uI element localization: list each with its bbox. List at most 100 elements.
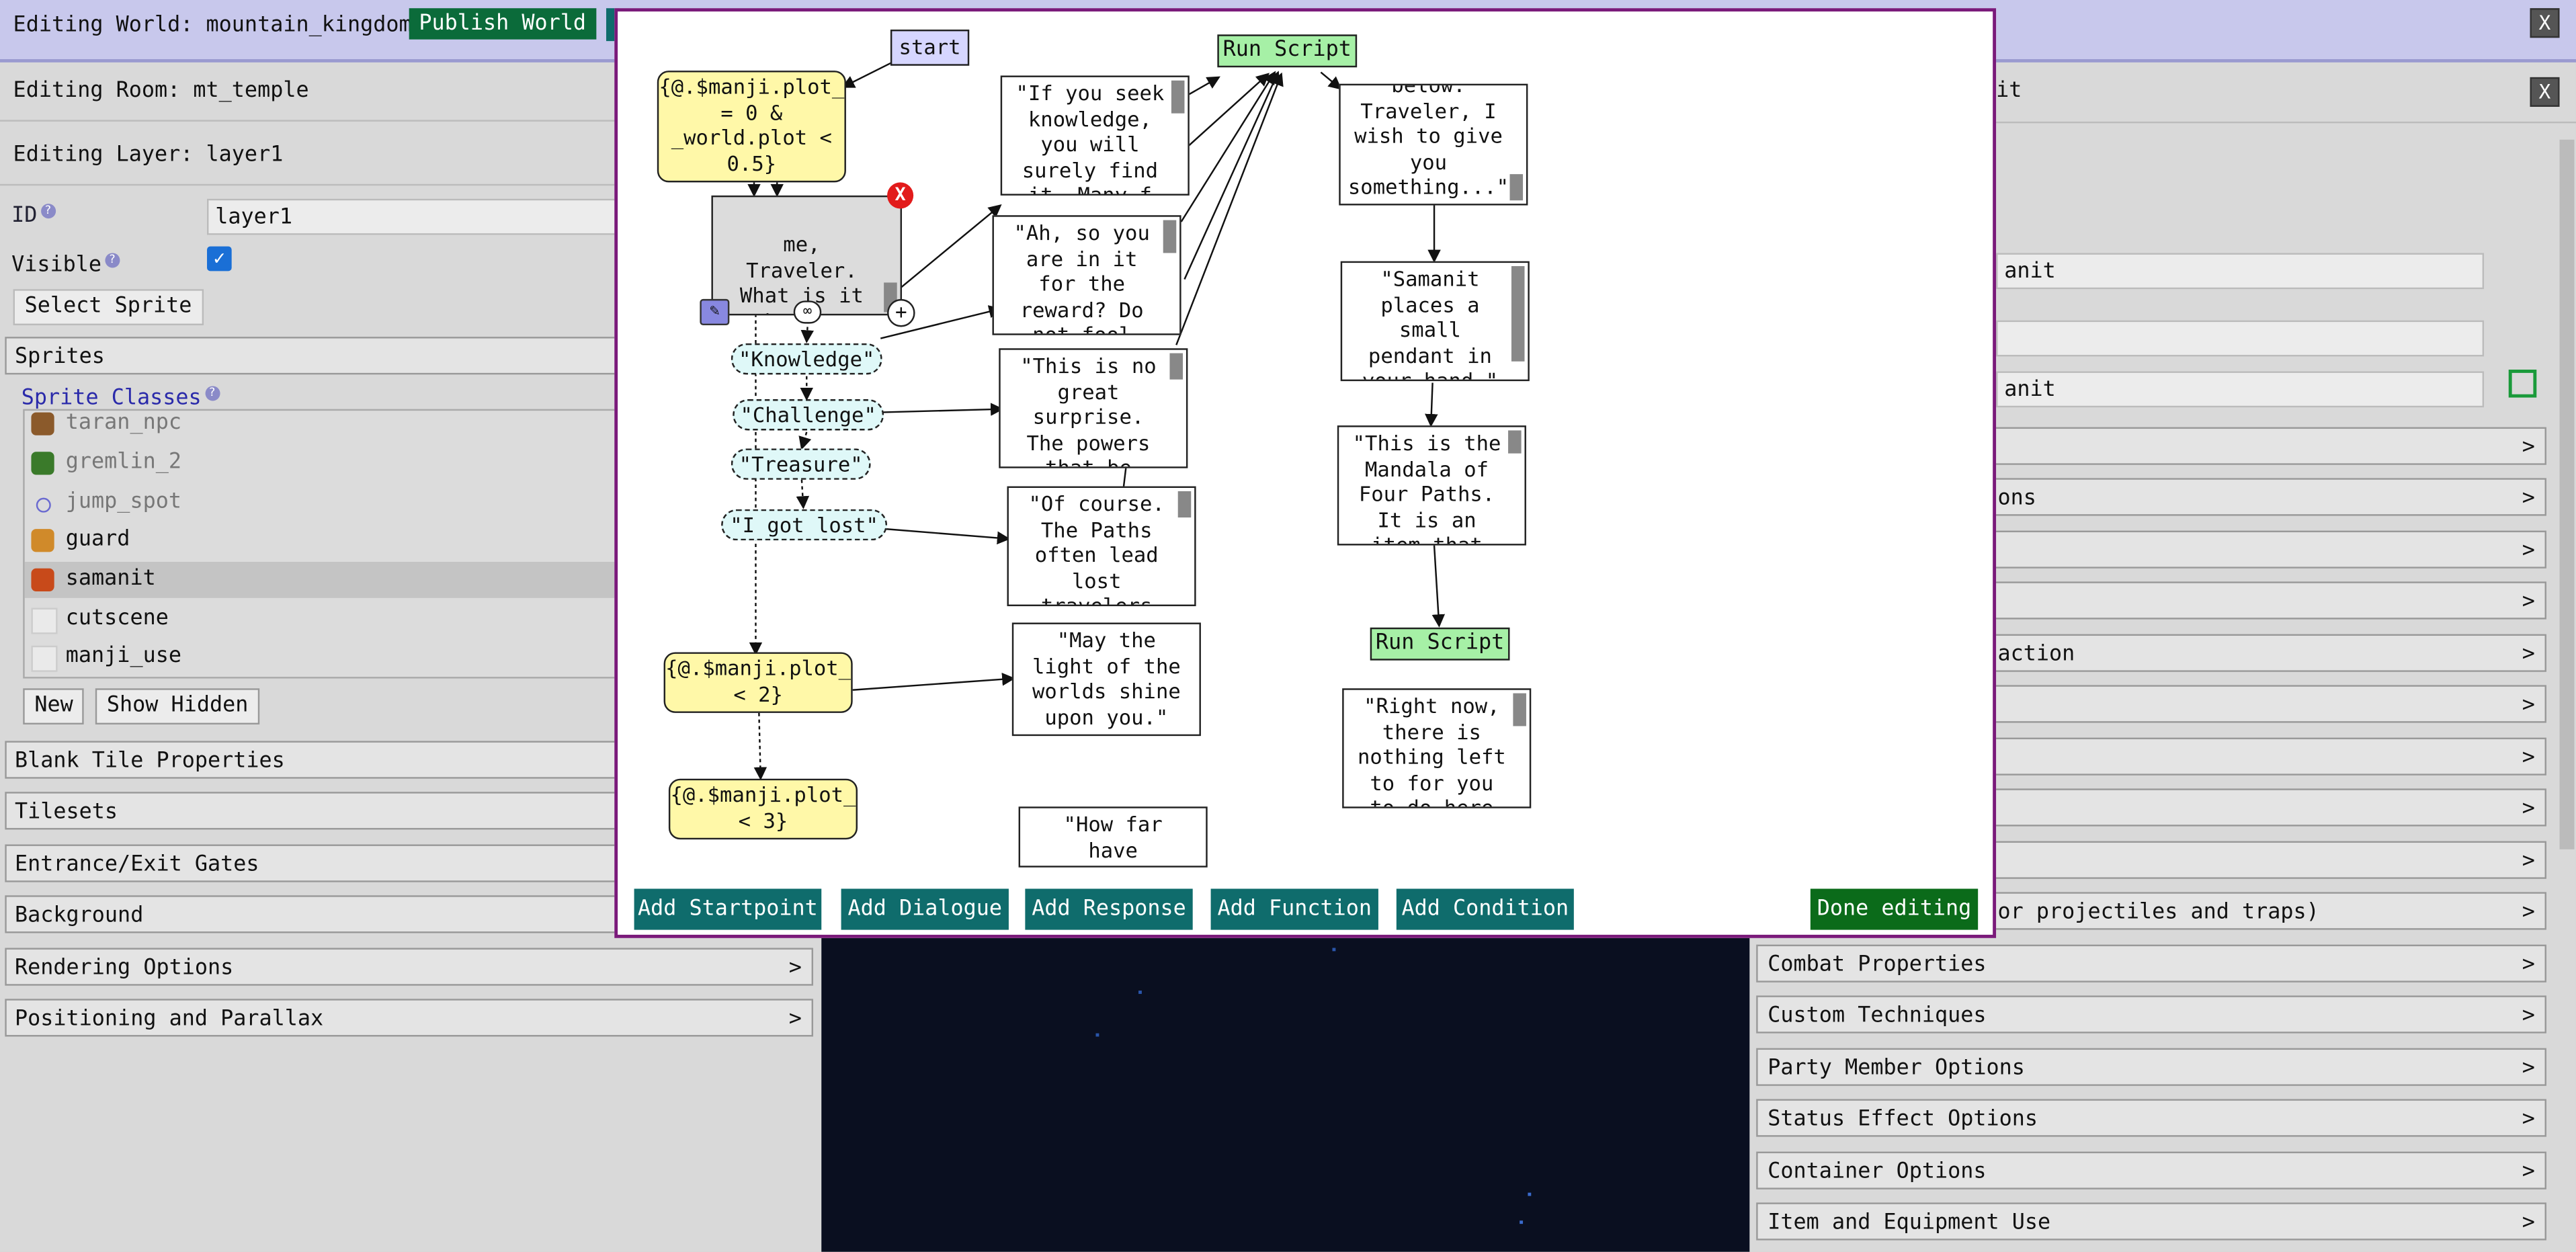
condition-node-2[interactable]: {@.$manji.plot_ < 2} — [663, 652, 853, 713]
response-knowledge[interactable]: "Knowledge" — [731, 343, 882, 375]
section-label: Container Options — [1768, 1159, 1987, 1185]
new-button[interactable]: New — [23, 688, 85, 725]
right-input-1[interactable]: anit — [1996, 253, 2485, 290]
sprite-name: taran_npc — [65, 411, 182, 435]
run-script-node-1[interactable]: Run Script — [1217, 34, 1358, 68]
chevron-right-icon: > — [2522, 538, 2535, 564]
node-scrollbar[interactable] — [1171, 80, 1185, 114]
node-scrollbar[interactable] — [1508, 430, 1522, 454]
samanit-sprite-icon — [31, 568, 54, 592]
star — [1138, 991, 1142, 994]
section-label: Status Effect Options — [1768, 1107, 2038, 1132]
color-swatch[interactable] — [2508, 370, 2537, 398]
selected-dialogue-node[interactable]: me, Traveler. What is it that you seek?" — [711, 195, 903, 316]
section-label: ons — [1997, 486, 2036, 511]
sprite-name: manji_use — [65, 644, 182, 669]
node-scrollbar[interactable] — [1513, 693, 1526, 726]
select-sprite-button[interactable]: Select Sprite — [13, 289, 204, 326]
chevron-right-icon: > — [2522, 745, 2535, 771]
condition-node-1[interactable]: {@.$manji.plot_ = 0 & _world.plot < 0.5} — [657, 71, 846, 183]
add-dialogue-button[interactable]: Add Dialogue — [841, 888, 1009, 930]
list-item[interactable]: guard — [25, 522, 616, 558]
party-member-options-section[interactable]: Party Member Options> — [1756, 1048, 2546, 1086]
chevron-right-icon: > — [2522, 435, 2535, 460]
blank-sprite-icon — [31, 608, 58, 634]
publish-world-button[interactable]: Publish World — [409, 8, 596, 40]
list-item[interactable]: cutscene — [25, 601, 616, 638]
list-item[interactable]: manji_use — [25, 639, 616, 675]
dialogue-node[interactable]: "Ah, so you are in it for the reward? Do… — [992, 215, 1181, 335]
chevron-right-icon: > — [2522, 1210, 2535, 1236]
sprite-name: guard — [65, 527, 130, 552]
list-item[interactable]: samanit — [24, 562, 620, 598]
right-input-2[interactable] — [1996, 320, 2485, 357]
sprite-name: cutscene — [65, 606, 169, 631]
node-scrollbar[interactable] — [1177, 491, 1192, 518]
list-item[interactable]: jump_spot — [25, 485, 616, 521]
positioning-parallax-section[interactable]: Positioning and Parallax> — [5, 999, 814, 1037]
add-startpoint-button[interactable]: Add Startpoint — [634, 888, 822, 930]
dialogue-node[interactable]: "Of course. The Paths often lead lost tr… — [1007, 486, 1196, 607]
right-scrollbar[interactable] — [2559, 139, 2575, 849]
list-item[interactable]: taran_npc — [25, 411, 616, 442]
response-treasure[interactable]: "Treasure" — [731, 448, 871, 480]
add-function-button[interactable]: Add Function — [1210, 888, 1378, 930]
dialogue-node[interactable]: "If you seek knowledge, you will surely … — [1000, 75, 1190, 196]
map-canvas[interactable] — [821, 937, 1750, 1252]
dialogue-node[interactable]: below. Traveler, I wish to give you some… — [1339, 83, 1528, 206]
rendering-options-section[interactable]: Rendering Options> — [5, 948, 814, 986]
chevron-right-icon: > — [2522, 589, 2535, 615]
chevron-right-icon: > — [2522, 900, 2535, 925]
node-scrollbar[interactable] — [1509, 174, 1524, 201]
gremlin-sprite-icon — [31, 452, 54, 475]
visible-checkbox[interactable]: ✓ — [207, 246, 232, 272]
id-input[interactable]: layer1 — [207, 198, 618, 235]
dialogue-node[interactable]: "Right now, there is nothing left to for… — [1342, 688, 1532, 808]
dialogue-text: me, Traveler. What is it that you seek?" — [739, 231, 864, 314]
link-icon[interactable]: ∞ — [793, 300, 822, 324]
list-item[interactable]: gremlin_2 — [25, 445, 616, 481]
condition-node-3[interactable]: {@.$manji.plot_ < 3} — [668, 778, 858, 840]
response-challenge[interactable]: "Challenge" — [733, 399, 884, 431]
start-node[interactable]: start — [890, 30, 970, 66]
add-child-plus-icon[interactable]: + — [887, 298, 915, 327]
node-scrollbar[interactable] — [1163, 220, 1177, 253]
add-response-button[interactable]: Add Response — [1025, 888, 1193, 930]
run-script-node-2[interactable]: Run Script — [1370, 627, 1510, 661]
close-world-button[interactable]: X — [2530, 8, 2560, 38]
add-condition-button[interactable]: Add Condition — [1396, 888, 1574, 930]
edit-pencil-icon[interactable]: ✎ — [700, 298, 730, 326]
chevron-right-icon: > — [2522, 796, 2535, 822]
chevron-right-icon: > — [2522, 1056, 2535, 1081]
dialogue-node[interactable]: "This is the Mandala of Four Paths. It i… — [1337, 425, 1526, 546]
response-i-got-lost[interactable]: "I got lost" — [721, 509, 888, 541]
combat-properties-section[interactable]: Combat Properties> — [1756, 944, 2546, 983]
chevron-right-icon: > — [2522, 1003, 2535, 1029]
container-options-section[interactable]: Container Options> — [1756, 1151, 2546, 1190]
chevron-right-icon: > — [2522, 486, 2535, 511]
taran-npc-sprite-icon — [31, 412, 54, 435]
dialogue-node[interactable]: "May the light of the worlds shine upon … — [1011, 622, 1201, 737]
help-icon[interactable]: ? — [40, 204, 56, 219]
item-equipment-use-section[interactable]: Item and Equipment Use> — [1756, 1202, 2546, 1241]
delete-node-icon[interactable]: X — [887, 182, 914, 209]
jump-spot-icon — [36, 497, 51, 513]
help-icon[interactable]: ? — [204, 386, 220, 401]
node-scrollbar[interactable] — [1511, 266, 1525, 362]
dialogue-node[interactable]: "How far have — [1018, 806, 1208, 868]
dialogue-node[interactable]: "This is no great surprise. The powers t… — [999, 348, 1188, 468]
sprite-name: jump_spot — [65, 489, 182, 515]
help-icon[interactable]: ? — [104, 253, 120, 268]
dialogue-node[interactable]: "Samanit places a small pendant in your … — [1340, 261, 1530, 382]
chevron-right-icon: > — [2522, 693, 2535, 718]
done-editing-button[interactable]: Done editing — [1810, 888, 1979, 930]
right-input-3[interactable]: anit — [1996, 371, 2485, 408]
close-right-panel-button[interactable]: X — [2530, 77, 2560, 107]
show-hidden-button[interactable]: Show Hidden — [95, 688, 260, 725]
sprite-name: gremlin_2 — [65, 450, 182, 475]
blank-sprite-icon — [31, 645, 58, 672]
node-scrollbar[interactable] — [1169, 353, 1183, 380]
section-label: Custom Techniques — [1768, 1003, 1987, 1029]
custom-techniques-section[interactable]: Custom Techniques > — [1756, 995, 2546, 1034]
status-effect-options-section[interactable]: Status Effect Options> — [1756, 1099, 2546, 1137]
